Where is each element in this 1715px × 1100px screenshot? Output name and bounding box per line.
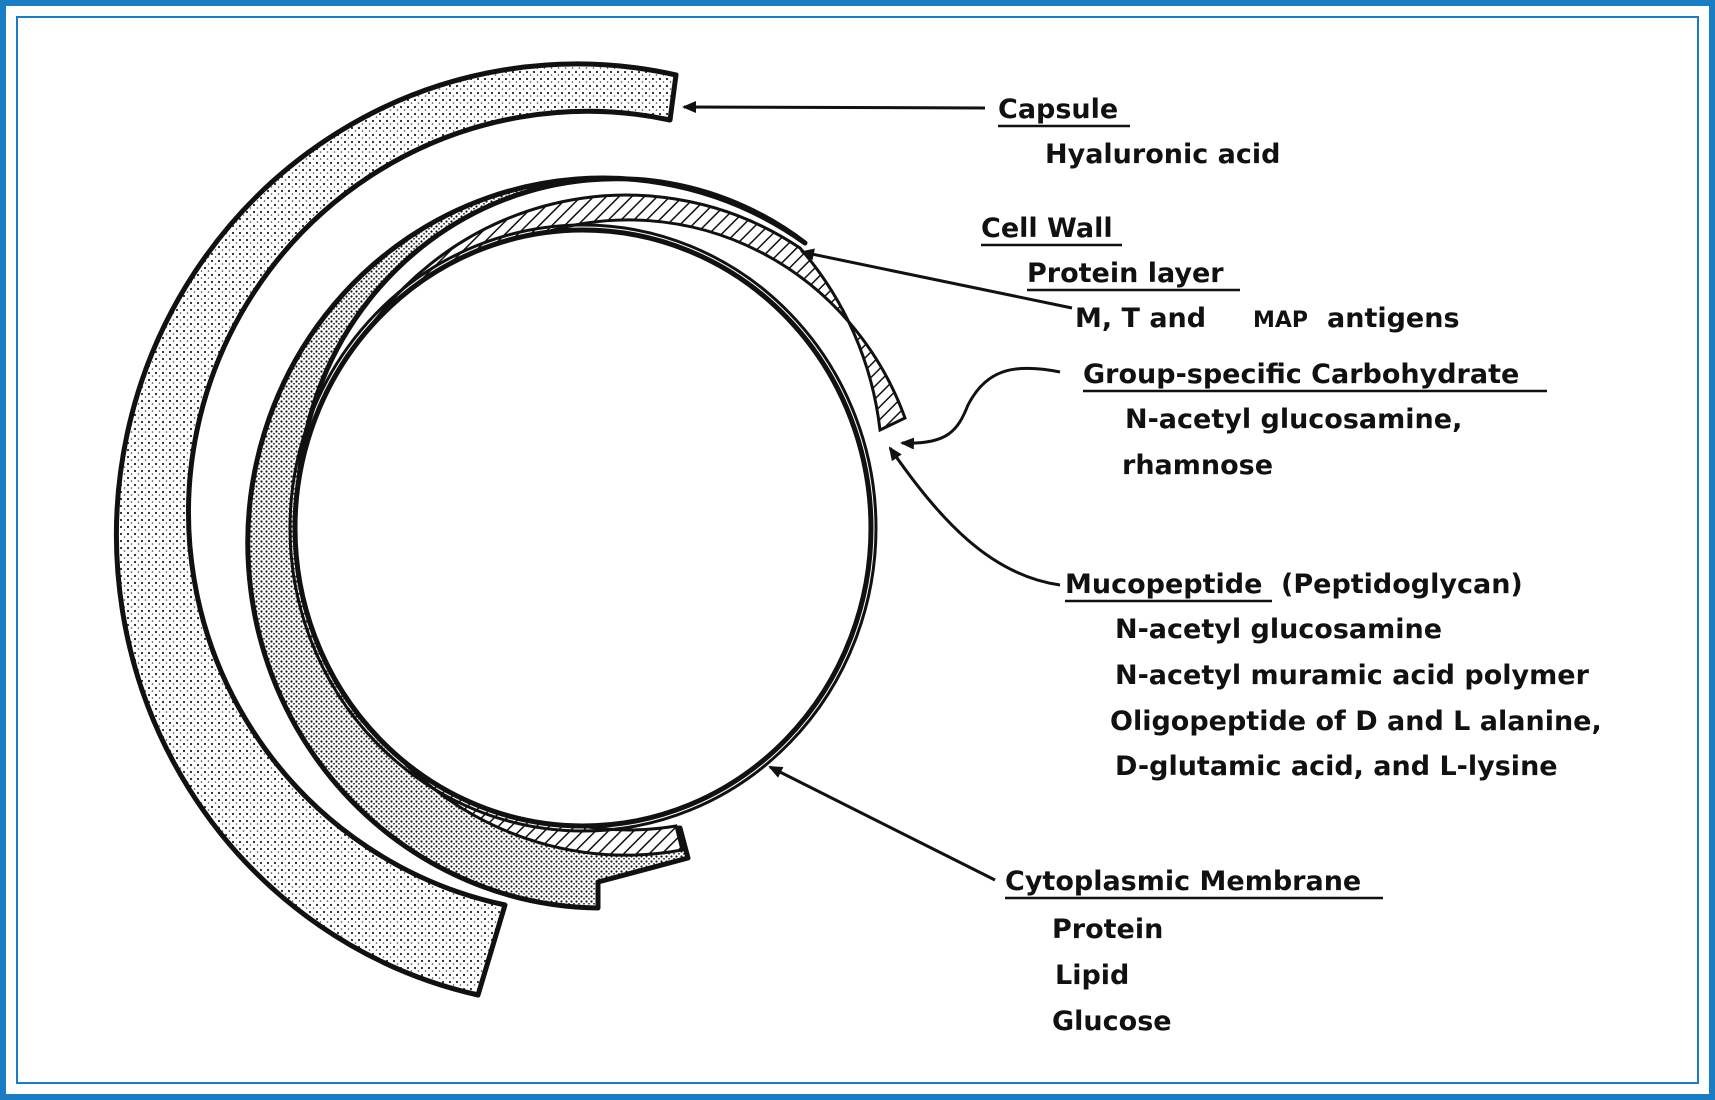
capsule-pointer <box>684 107 985 108</box>
membrane-title: Cytoplasmic Membrane <box>1005 866 1361 897</box>
protein-layer-title: Protein layer <box>1027 258 1224 289</box>
mucopeptide-item-2: N-acetyl muramic acid polymer <box>1115 660 1590 691</box>
capsule-title: Capsule <box>998 94 1118 125</box>
membrane-item-1: Protein <box>1052 914 1163 945</box>
membrane-item-2: Lipid <box>1055 960 1129 991</box>
mucopeptide-pointer <box>890 448 1060 585</box>
carbohydrate-pointer <box>902 368 1060 443</box>
cytoplasm-circle <box>295 230 871 826</box>
mucopeptide-title: Mucopeptide <box>1065 569 1262 600</box>
capsule-item: Hyaluronic acid <box>1045 139 1280 170</box>
carbohydrate-item-2: rhamnose <box>1122 450 1273 481</box>
antigens-text-a: M, T and <box>1075 303 1206 334</box>
mucopeptide-qualifier: (Peptidoglycan) <box>1281 569 1523 600</box>
antigens-text-b: MAP <box>1253 308 1308 333</box>
mucopeptide-item-4: D-glutamic acid, and L-lysine <box>1115 751 1558 782</box>
mucopeptide-item-1: N-acetyl glucosamine <box>1115 614 1442 645</box>
carbohydrate-item-1: N-acetyl glucosamine, <box>1125 404 1462 435</box>
cell-wall-title: Cell Wall <box>981 213 1113 244</box>
mucopeptide-item-3: Oligopeptide of D and L alanine, <box>1110 706 1602 737</box>
antigens-text-c: antigens <box>1327 303 1460 334</box>
membrane-item-3: Glucose <box>1052 1006 1172 1037</box>
membrane-pointer <box>770 767 995 880</box>
carbohydrate-title: Group-specific Carbohydrate <box>1083 359 1519 390</box>
